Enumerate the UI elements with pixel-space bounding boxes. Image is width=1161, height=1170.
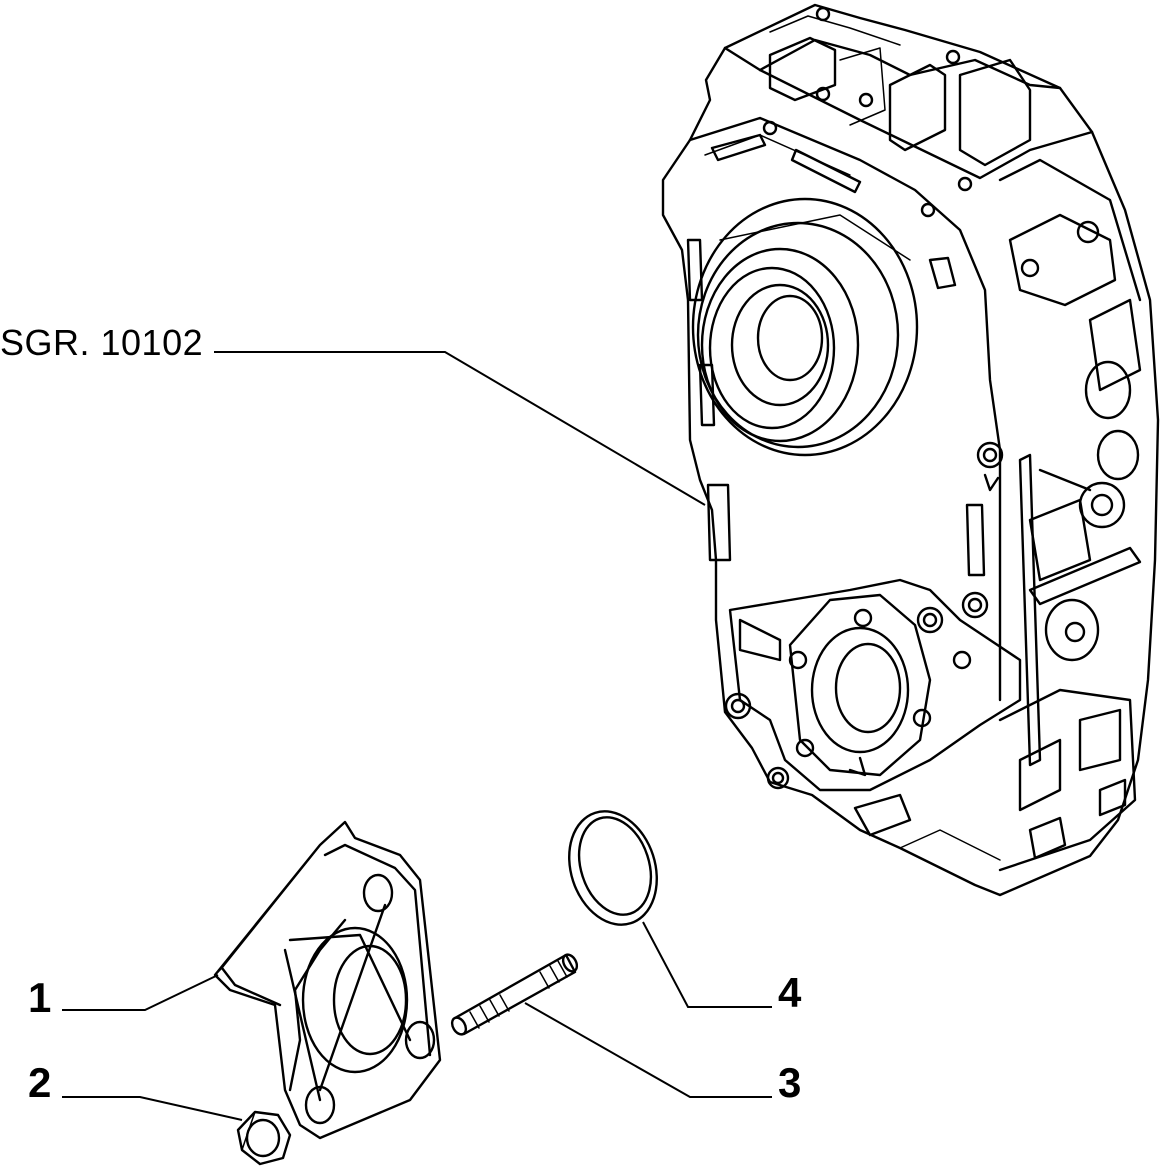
reference-label-sgr: SGR. 10102 xyxy=(0,322,204,363)
part-2-hex-nut xyxy=(236,1110,292,1166)
leader-4 xyxy=(642,921,772,1008)
leader-3 xyxy=(524,1002,772,1098)
leader-1 xyxy=(62,974,219,1011)
part-4-o-ring xyxy=(568,810,658,926)
leader-lines xyxy=(62,351,772,1121)
callout-label-1: 1 xyxy=(28,974,52,1021)
callout-label-3: 3 xyxy=(778,1059,802,1106)
leader-2 xyxy=(62,1096,243,1121)
callout-label-2: 2 xyxy=(28,1059,52,1106)
part-3-stud xyxy=(450,953,579,1036)
leader-sgr xyxy=(214,351,706,506)
gear-housing xyxy=(661,3,1160,897)
callout-label-4: 4 xyxy=(778,969,802,1016)
part-1-cover xyxy=(213,820,442,1140)
